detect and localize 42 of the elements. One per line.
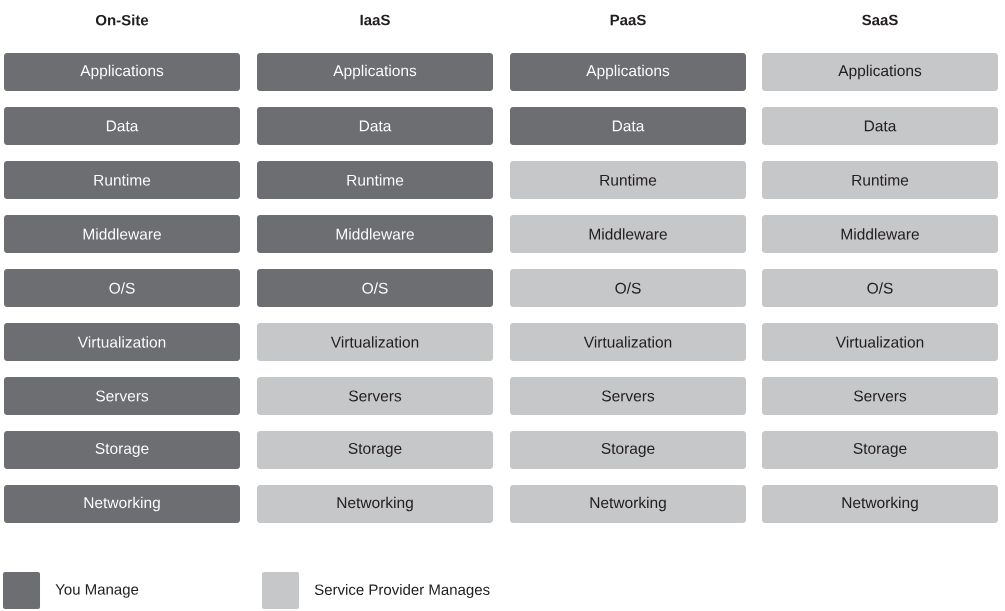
layer-box: Middleware: [4, 215, 240, 253]
layer-box: Applications: [510, 53, 746, 91]
layer-box: Storage: [510, 431, 746, 469]
layer-box: Servers: [4, 377, 240, 415]
layer-box: Virtualization: [4, 323, 240, 361]
layer-box: Applications: [762, 53, 998, 91]
layer-box: Runtime: [510, 161, 746, 199]
layer-box: Virtualization: [762, 323, 998, 361]
layer-box: Virtualization: [510, 323, 746, 361]
layer-box: Data: [257, 107, 493, 145]
layer-box: Runtime: [257, 161, 493, 199]
column-heading: PaaS: [610, 14, 646, 26]
layer-box: Data: [4, 107, 240, 145]
column-heading: IaaS: [360, 14, 390, 26]
column-heading: On-Site: [95, 14, 149, 26]
layer-box: Middleware: [510, 215, 746, 253]
layer-box: Data: [762, 107, 998, 145]
layer-box: Storage: [4, 431, 240, 469]
layer-box: Applications: [4, 53, 240, 91]
legend-text: You Manage: [55, 584, 139, 598]
layer-box: Runtime: [4, 161, 240, 199]
layer-box: Applications: [257, 53, 493, 91]
column-heading: SaaS: [862, 14, 898, 26]
layer-box: Networking: [257, 485, 493, 523]
layer-box: Middleware: [257, 215, 493, 253]
layer-box: Servers: [510, 377, 746, 415]
layer-box: Networking: [4, 485, 240, 523]
layer-box: Virtualization: [257, 323, 493, 361]
layer-box: O/S: [4, 269, 240, 307]
layer-box: O/S: [762, 269, 998, 307]
layer-box: O/S: [510, 269, 746, 307]
layer-box: Storage: [257, 431, 493, 469]
layer-box: Middleware: [762, 215, 998, 253]
layer-box: Networking: [762, 485, 998, 523]
layer-box: O/S: [257, 269, 493, 307]
layer-box: Runtime: [762, 161, 998, 199]
layer-box: Data: [510, 107, 746, 145]
layer-box: Networking: [510, 485, 746, 523]
legend-text: Service Provider Manages: [314, 584, 490, 598]
layer-box: Servers: [762, 377, 998, 415]
layer-box: Storage: [762, 431, 998, 469]
layer-box: Servers: [257, 377, 493, 415]
